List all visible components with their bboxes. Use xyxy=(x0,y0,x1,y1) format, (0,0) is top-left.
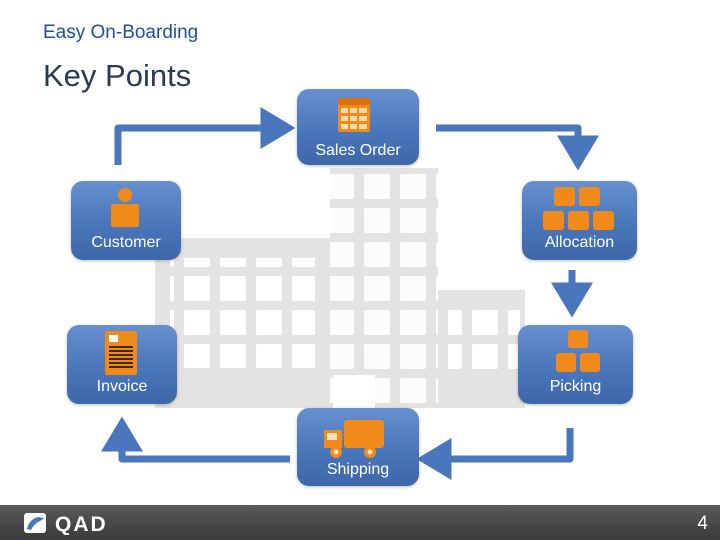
picking-node: Picking xyxy=(518,325,633,404)
stacked-boxes-icon xyxy=(543,187,614,230)
allocation-node: Allocation xyxy=(522,181,637,260)
spreadsheet-icon xyxy=(338,98,370,132)
sales-order-label: Sales Order xyxy=(315,142,401,159)
slide-title: Key Points xyxy=(43,58,192,93)
logo-text: QAD xyxy=(55,513,108,535)
arrow-picking-to-shipping xyxy=(416,428,574,480)
building-illustration xyxy=(155,168,525,408)
delivery-truck-icon xyxy=(324,420,384,458)
shipping-node: Shipping xyxy=(297,408,419,486)
boxes-pyramid-icon xyxy=(556,330,600,372)
arrow-sales-order-to-allocation xyxy=(436,124,599,171)
footer-bar: QAD 4 xyxy=(0,505,720,540)
arrow-shipping-to-invoice xyxy=(101,416,290,463)
invoice-node: Invoice xyxy=(67,325,177,404)
customer-label: Customer xyxy=(91,234,161,251)
arrow-customer-to-sales-order xyxy=(114,107,296,165)
customer-node: Customer xyxy=(71,181,181,260)
page-number: 4 xyxy=(697,513,708,534)
allocation-label: Allocation xyxy=(544,234,615,251)
invoice-label: Invoice xyxy=(96,378,148,395)
person-icon xyxy=(111,188,139,227)
deck-section-label: Easy On-Boarding xyxy=(43,22,199,43)
picking-label: Picking xyxy=(549,378,602,395)
document-icon xyxy=(105,331,137,375)
process-diagram xyxy=(101,107,599,480)
sales-order-node: Sales Order xyxy=(297,89,419,165)
shipping-label: Shipping xyxy=(326,461,390,478)
qad-logo: QAD xyxy=(24,513,108,535)
